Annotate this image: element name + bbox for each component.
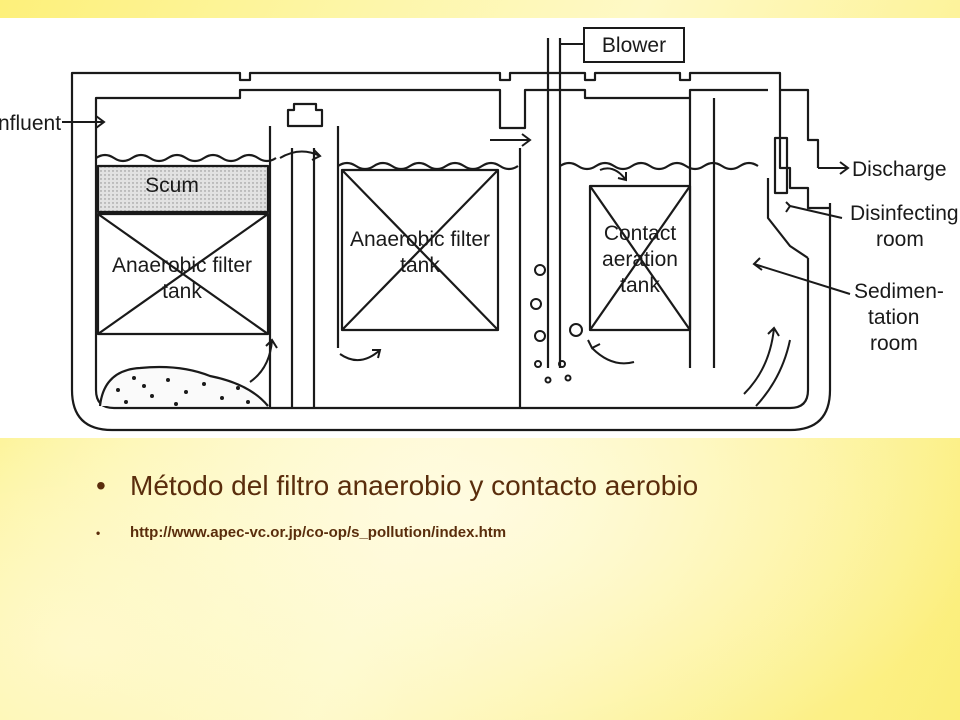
bullet-dot: • bbox=[96, 470, 106, 501]
blower-label: Blower bbox=[602, 34, 666, 57]
tank3-label-line1: Contact bbox=[604, 222, 677, 245]
filter-box-1 bbox=[96, 212, 270, 336]
scum-label: Scum bbox=[145, 174, 199, 197]
disinfect-tube bbox=[773, 136, 789, 195]
scum-layer bbox=[96, 164, 270, 214]
tank1-label-line1: Anaerobic filter bbox=[112, 254, 252, 277]
tank3-label-line3: tank bbox=[620, 274, 660, 297]
mid-inlet-box bbox=[286, 102, 324, 128]
influent-label: nfluent bbox=[0, 112, 61, 135]
tank-bottom-outer bbox=[70, 138, 832, 432]
tank-outer-wall bbox=[70, 71, 820, 168]
tank-bottom-inner bbox=[94, 138, 810, 410]
bullet-item-url: • http://www.apec-vc.or.jp/co-op/s_pollu… bbox=[96, 524, 936, 541]
sedimentation-label-line2: tation bbox=[868, 306, 919, 329]
bullet-dot: • bbox=[96, 526, 101, 540]
bullet-list: • Método del filtro anaerobio y contacto… bbox=[96, 470, 936, 541]
disinfecting-label-line2: room bbox=[876, 228, 924, 251]
disinfecting-label-line1: Disinfecting bbox=[850, 202, 959, 225]
water-line-1 bbox=[95, 153, 277, 163]
tank3-label-line2: aeration bbox=[602, 248, 678, 271]
outlet-structure bbox=[766, 90, 830, 259]
water-line-2 bbox=[337, 161, 519, 171]
septic-tank-diagram: Blower nfluent Scum Anaerobic filter tan… bbox=[0, 18, 960, 438]
tank2-label-line2: tank bbox=[400, 254, 440, 277]
sedimentation-label-line1: Sedimen- bbox=[854, 280, 944, 303]
method-title: Método del filtro anaerobio y contacto a… bbox=[130, 470, 699, 501]
source-url-link[interactable]: http://www.apec-vc.or.jp/co-op/s_polluti… bbox=[130, 524, 507, 541]
filter-box-3 bbox=[588, 184, 692, 332]
tank-inner-top bbox=[94, 88, 768, 138]
tank2-label-line1: Anaerobic filter bbox=[350, 228, 490, 251]
aeration-pipe bbox=[546, 38, 562, 368]
water-line-3 bbox=[559, 161, 759, 171]
blower-box bbox=[583, 27, 685, 63]
tank1-label-line2: tank bbox=[162, 280, 202, 303]
sludge bbox=[98, 365, 269, 407]
sedimentation-baffle bbox=[688, 98, 716, 368]
sedimentation-label-line3: room bbox=[870, 332, 918, 355]
filter-box-2 bbox=[340, 168, 500, 332]
bullet-item-method: • Método del filtro anaerobio y contacto… bbox=[96, 470, 936, 502]
influent-arrow bbox=[62, 115, 106, 129]
partition-1b bbox=[290, 148, 316, 408]
discharge-label: Discharge bbox=[852, 158, 947, 181]
